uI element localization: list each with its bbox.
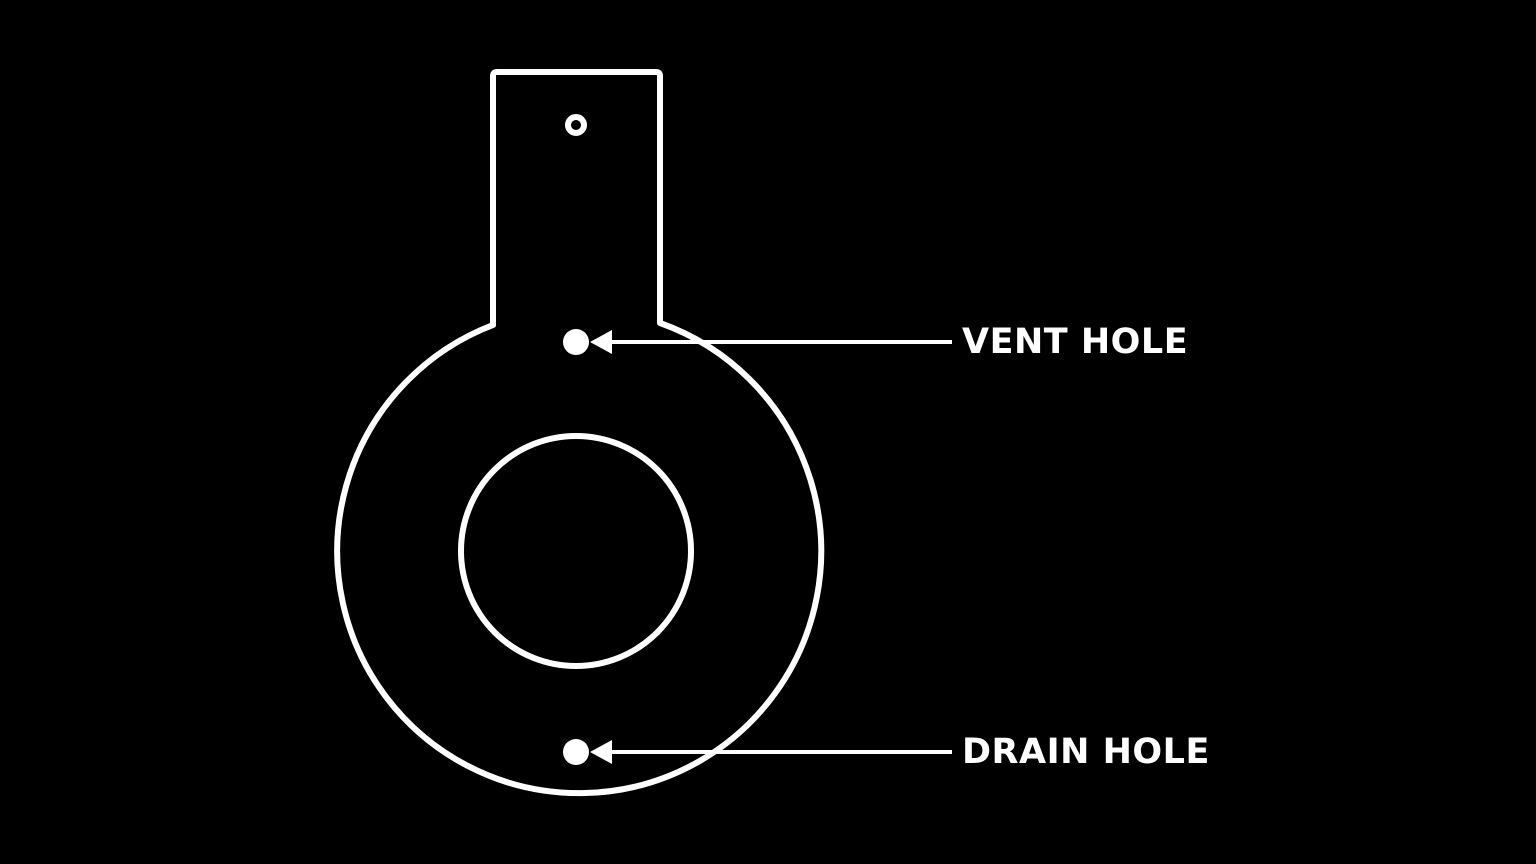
drain-hole [563, 739, 589, 765]
vent-arrow [590, 330, 952, 354]
part-outline [334, 69, 825, 797]
hanging-hole [565, 114, 587, 136]
inner-circle [458, 433, 694, 669]
vent-hole-label: VENT HOLE [962, 322, 1189, 362]
drain-hole-label: DRAIN HOLE [962, 732, 1210, 772]
drain-arrow [590, 740, 952, 764]
vent-hole [563, 329, 589, 355]
